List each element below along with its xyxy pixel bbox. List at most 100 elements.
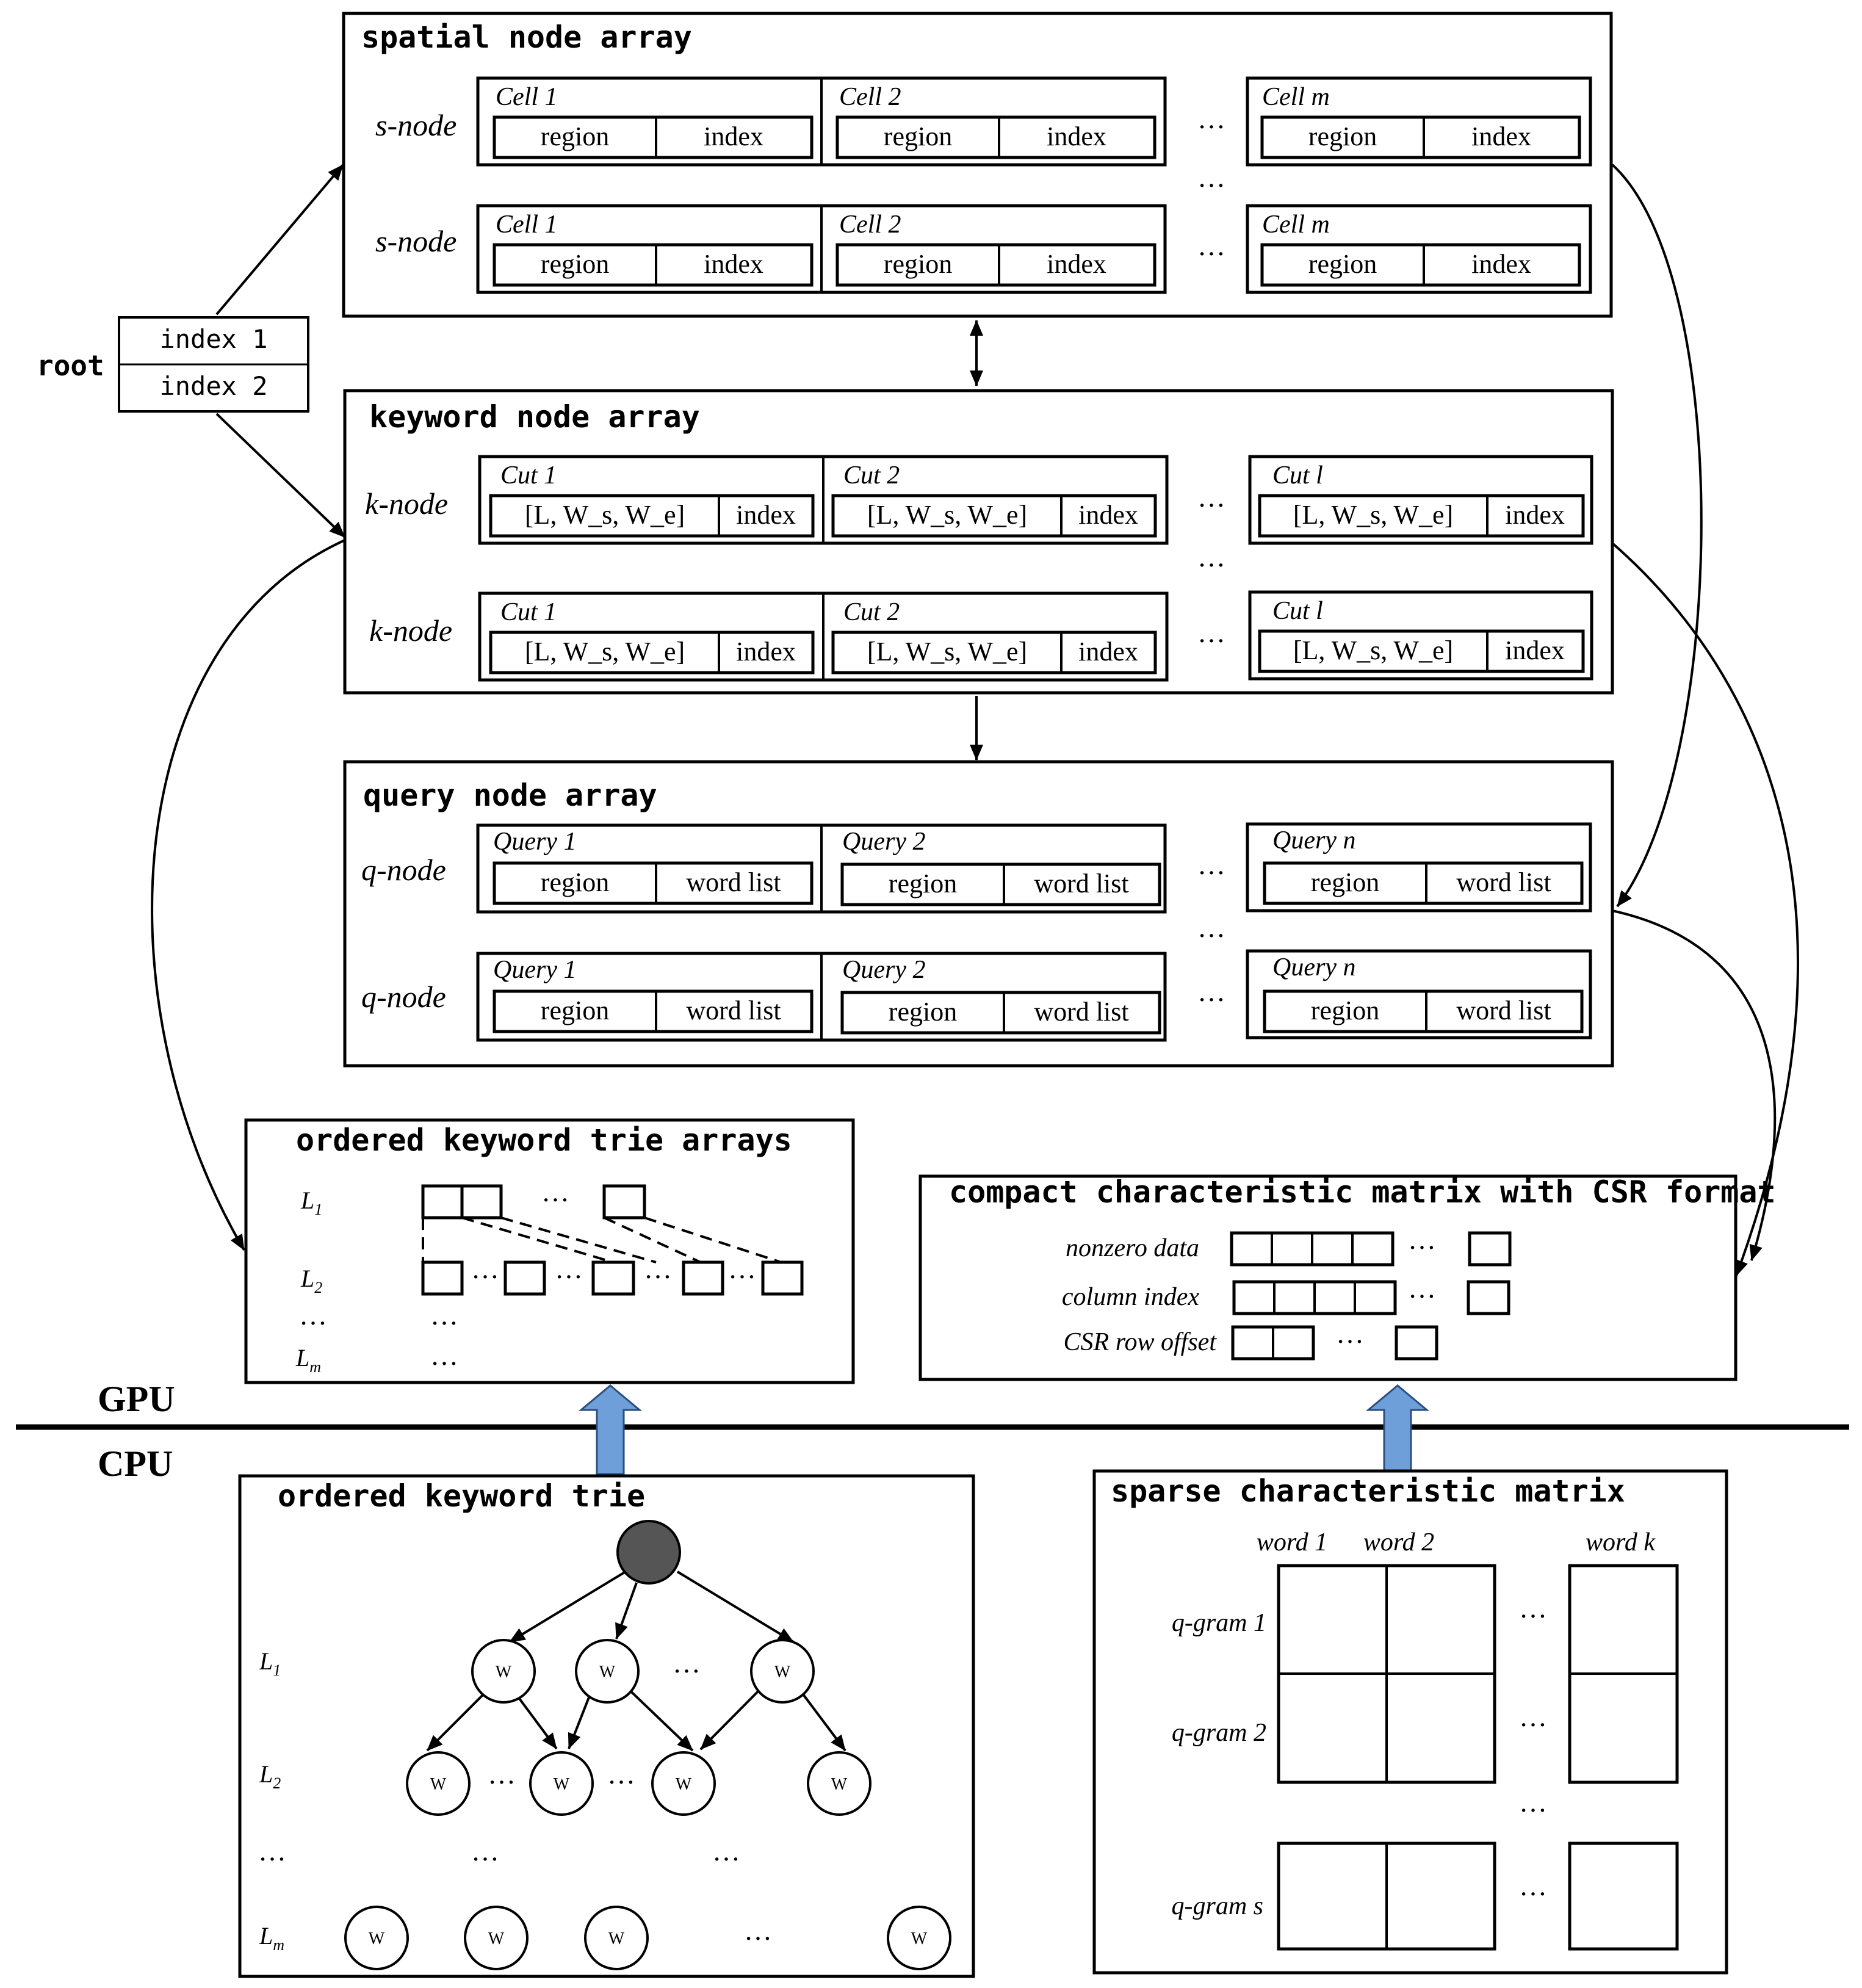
- trie-node-text: W: [496, 1663, 512, 1682]
- gpu-cpu-divider: GPU CPU: [16, 1379, 1849, 1484]
- trie-node: [807, 1751, 871, 1816]
- compact-characteristic-matrix: compact characteristic matrix with CSR f…: [918, 1174, 1776, 1381]
- matrix-block: [1568, 1842, 1679, 1951]
- ellipsis: …: [1519, 1701, 1547, 1732]
- array-slot: [682, 1260, 724, 1296]
- trie-node-text: W: [554, 1775, 570, 1794]
- level-label: L1: [300, 1187, 322, 1218]
- q-node-label-2: q-node: [361, 980, 446, 1014]
- field-index: index: [1047, 249, 1106, 279]
- upload-matrix-arrow: [1365, 1384, 1430, 1472]
- trie-node-text: W: [774, 1663, 791, 1682]
- keyword-to-trie-arrays-curve: [151, 539, 345, 1251]
- ellipsis: …: [1197, 912, 1225, 943]
- ellipsis: …: [673, 1647, 701, 1679]
- cell-label: Cut 1: [500, 598, 557, 626]
- matrix-row-label: nonzero data: [1066, 1234, 1199, 1262]
- ellipsis: …: [555, 1253, 583, 1284]
- ellipsis: …: [1519, 1592, 1547, 1624]
- field-region: region: [541, 249, 609, 279]
- level-label: Lm: [259, 1922, 284, 1954]
- field-region: region: [884, 121, 952, 151]
- cell-label: Cell m: [1262, 83, 1330, 111]
- field-index: index: [704, 121, 763, 151]
- array-slot: [421, 1260, 464, 1296]
- cell-label: Query n: [1272, 826, 1355, 855]
- ellipsis: …: [1197, 976, 1225, 1007]
- ellipsis: …: [1408, 1224, 1436, 1255]
- ellipsis: …: [712, 1835, 740, 1867]
- field-index: index: [1047, 121, 1106, 151]
- matrix-column-label: word k: [1586, 1528, 1656, 1556]
- cell-label: Cut l: [1272, 461, 1323, 490]
- matrix-row-label: q-gram 2: [1172, 1719, 1266, 1747]
- field-index: index: [704, 249, 763, 279]
- field-word-list: word list: [1034, 997, 1128, 1027]
- field-index: index: [1471, 249, 1531, 279]
- level-label: L1: [259, 1647, 281, 1679]
- s-node-label-1: s-node: [375, 108, 456, 142]
- field-region: region: [541, 121, 609, 151]
- keyword-to-matrix-curve: [1611, 542, 1799, 1276]
- cell-label: Cell m: [1262, 211, 1330, 239]
- root-node: root index 1 index 2: [37, 316, 309, 413]
- matrix-column-label: word 2: [1363, 1528, 1434, 1556]
- level-label: Lm: [295, 1344, 321, 1376]
- field-index: index: [1505, 500, 1565, 530]
- field-region: region: [889, 997, 957, 1027]
- root-entry-1: index 1: [159, 324, 267, 354]
- s-node-label-2: s-node: [375, 224, 456, 258]
- trie-node: [471, 1639, 536, 1704]
- query-to-matrix-curve: [1612, 909, 1777, 1261]
- field-index: index: [1505, 635, 1565, 665]
- field-range: [L, W_s, W_e]: [525, 500, 685, 530]
- trie-root-node: [616, 1520, 681, 1585]
- trie-node: [887, 1906, 951, 1970]
- gpu-label: GPU: [98, 1379, 175, 1419]
- trie-node-text: W: [488, 1929, 505, 1948]
- trie-node: [750, 1639, 815, 1704]
- level-label: L2: [259, 1760, 281, 1792]
- ellipsis: …: [488, 1758, 516, 1790]
- cell-label: Query 2: [842, 956, 925, 984]
- trie-arrays-title: ordered keyword trie arrays: [296, 1122, 792, 1158]
- level-label: L2: [300, 1265, 322, 1296]
- field-region: region: [1308, 121, 1377, 151]
- cell-label: Query 1: [493, 956, 576, 984]
- cell-label: Query 1: [493, 828, 576, 856]
- matrix-cell: [1468, 1231, 1512, 1267]
- spatial-to-query-curve: [1611, 164, 1703, 908]
- field-range: [L, W_s, W_e]: [867, 637, 1027, 667]
- trie-node: [584, 1906, 649, 1970]
- field-word-list: word list: [686, 867, 781, 897]
- ellipsis: …: [1519, 1870, 1547, 1901]
- ellipsis: …: [541, 1176, 569, 1207]
- ellipsis: …: [430, 1299, 458, 1331]
- field-index: index: [1078, 637, 1138, 667]
- matrix-cell: [1467, 1280, 1510, 1315]
- ellipsis: …: [471, 1253, 499, 1284]
- query-node-array: query node array q-node Query 1 region w…: [343, 760, 1614, 1068]
- field-index: index: [1078, 500, 1138, 530]
- trie-title: ordered keyword trie: [278, 1478, 645, 1514]
- field-range: [L, W_s, W_e]: [867, 500, 1027, 530]
- root-entry-2: index 2: [159, 371, 267, 401]
- cell-label: Cell 2: [839, 83, 901, 111]
- field-range: [L, W_s, W_e]: [1293, 635, 1453, 665]
- keyword-title: keyword node array: [369, 399, 700, 435]
- cell-label: Cell 1: [496, 83, 558, 111]
- cell-label: Cut 2: [843, 598, 900, 626]
- trie-node: [464, 1906, 529, 1970]
- trie-node-text: W: [369, 1929, 385, 1948]
- trie-node: [344, 1906, 409, 1970]
- matrix-row-label: q-gram s: [1171, 1892, 1263, 1920]
- sparse-matrix-title: sparse characteristic matrix: [1111, 1473, 1625, 1509]
- ellipsis: …: [1408, 1273, 1436, 1304]
- field-range: [L, W_s, W_e]: [1293, 500, 1453, 530]
- ellipsis: …: [1197, 230, 1225, 261]
- array-slot: [460, 1184, 503, 1220]
- matrix-row-label: q-gram 1: [1172, 1609, 1266, 1637]
- root-to-spatial-arrow: [215, 164, 344, 316]
- array-slot: [602, 1184, 646, 1220]
